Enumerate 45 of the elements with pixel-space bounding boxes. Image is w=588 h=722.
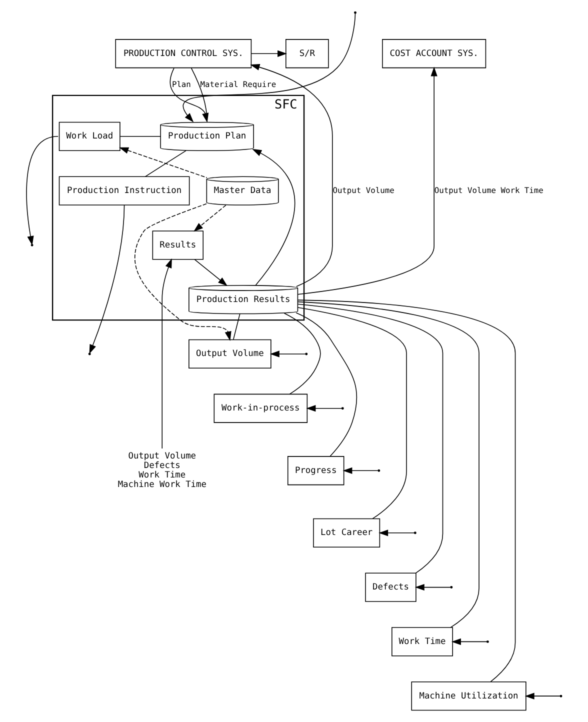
arrow (252, 148, 296, 286)
arrow (194, 204, 226, 232)
node-box: Lot Career (313, 518, 380, 548)
arrow (162, 258, 172, 449)
node-box: PRODUCTION CONTROL SYS. (115, 39, 252, 68)
arrow (119, 147, 208, 178)
connector (190, 68, 208, 122)
edge-label: Plan (172, 80, 191, 89)
node-box: COST ACCOUNT SYS. (382, 39, 486, 68)
node-box: Work Time (392, 627, 453, 656)
node-box: Machine Utilization (411, 682, 526, 711)
arrow (378, 530, 414, 536)
arrow (250, 64, 333, 287)
node-box: Output Volume (188, 339, 272, 369)
arrow (342, 467, 378, 474)
arrow (451, 638, 487, 645)
node-box: Results (152, 230, 204, 260)
arrow (89, 204, 125, 354)
node-box: S/R (286, 39, 329, 68)
edge-label: Output Volume (332, 186, 394, 195)
connector (297, 304, 444, 574)
connector (144, 150, 186, 177)
arrow (250, 50, 287, 57)
arrow (414, 584, 451, 591)
arrow (194, 259, 228, 286)
connector (284, 312, 321, 394)
arrow (270, 350, 306, 358)
connector (298, 301, 480, 628)
connector (297, 307, 407, 519)
node-box: Work Load (58, 122, 120, 151)
connector (296, 312, 358, 457)
arrow (306, 405, 342, 412)
node-box: Defects (365, 572, 416, 602)
node-text: Output Volume Defects Work Time Machine Work Time (118, 452, 206, 490)
node-box: Production Instruction (58, 176, 190, 206)
arrow (297, 66, 438, 295)
node-box: Progress (287, 456, 344, 486)
arrow (524, 692, 560, 700)
connector (233, 314, 240, 340)
connector (298, 300, 516, 682)
arrow (134, 203, 232, 341)
edge-label: Material Require (200, 80, 276, 89)
edge-label: Output Volume Work Time (434, 186, 544, 195)
node-box: Work-in-process (214, 394, 308, 423)
connector (120, 136, 161, 137)
